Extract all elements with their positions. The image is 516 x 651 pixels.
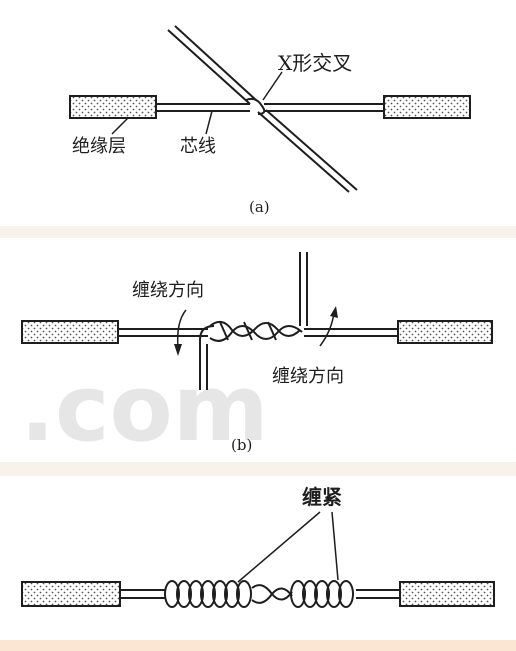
twisted-section-b — [209, 320, 303, 342]
caption-b: (b) — [231, 436, 252, 454]
core-diagonal-1 — [167, 29, 251, 105]
coil-left — [164, 580, 252, 608]
label-tight: 缠紧 — [302, 485, 342, 509]
insulation-right-b — [397, 320, 493, 344]
panel-c — [21, 511, 495, 608]
leader-insulation — [111, 117, 129, 135]
label-insulation: 绝缘层 — [72, 136, 126, 157]
separator-band-bottom — [0, 462, 516, 476]
insulation-right-c — [399, 581, 495, 607]
insulation-left-b — [21, 320, 119, 344]
watermark-text: .com — [20, 355, 269, 462]
label-core: 芯线 — [180, 136, 216, 157]
insulation-left-a — [69, 95, 157, 119]
panel-a — [69, 25, 471, 193]
leader-tight-right — [331, 511, 339, 581]
insulation-left-c — [21, 581, 121, 607]
caption-a: (a) — [249, 198, 270, 216]
arrow-left — [176, 309, 187, 349]
label-direction-left: 缠绕方向 — [132, 280, 204, 301]
core-diagonal-2 — [257, 111, 350, 193]
center-twist — [251, 584, 293, 601]
panel-b — [21, 252, 493, 390]
label-cross: X形交叉 — [278, 51, 352, 75]
separator-band-top — [0, 226, 516, 238]
leader-tight-left — [237, 511, 321, 583]
leader-cross — [262, 71, 283, 101]
leader-core — [205, 110, 213, 135]
bottom-strip — [0, 640, 516, 651]
coil-right — [290, 580, 354, 608]
label-direction-right: 缠绕方向 — [272, 366, 344, 387]
insulation-right-a — [383, 95, 471, 119]
